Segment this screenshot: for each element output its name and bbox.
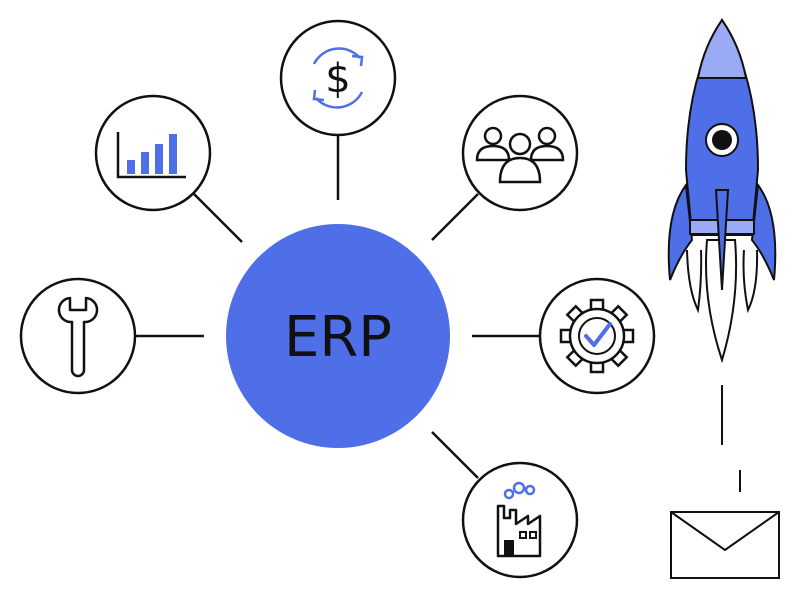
settings-node: [538, 277, 656, 395]
email-envelope-icon: [670, 511, 780, 579]
finance-node: $: [279, 19, 397, 137]
analytics-node-circle: [94, 94, 212, 212]
rocket-icon: [667, 18, 777, 492]
finance-node-circle: [279, 19, 397, 137]
connector-team: [431, 193, 479, 241]
factory-node: [461, 461, 579, 579]
maintenance-node: [19, 277, 137, 395]
analytics-node: [94, 94, 212, 212]
settings-gear-check-icon: [559, 298, 635, 374]
team-node: [461, 94, 579, 212]
erp-hub: ERP: [226, 224, 450, 448]
erp-hub-circle: [226, 224, 450, 448]
finance-exchange-icon: $: [312, 47, 364, 109]
connector-analytics: [193, 193, 243, 243]
connector-lines: [136, 136, 540, 479]
maintenance-wrench-icon: [57, 296, 99, 378]
connector-factory: [431, 431, 479, 479]
erp-hub-label: ERP: [284, 305, 392, 370]
analytics-chart-icon: [116, 132, 186, 179]
svg-text:$: $: [325, 56, 350, 102]
team-people-icon: [475, 126, 565, 184]
factory-production-icon: [496, 481, 542, 558]
